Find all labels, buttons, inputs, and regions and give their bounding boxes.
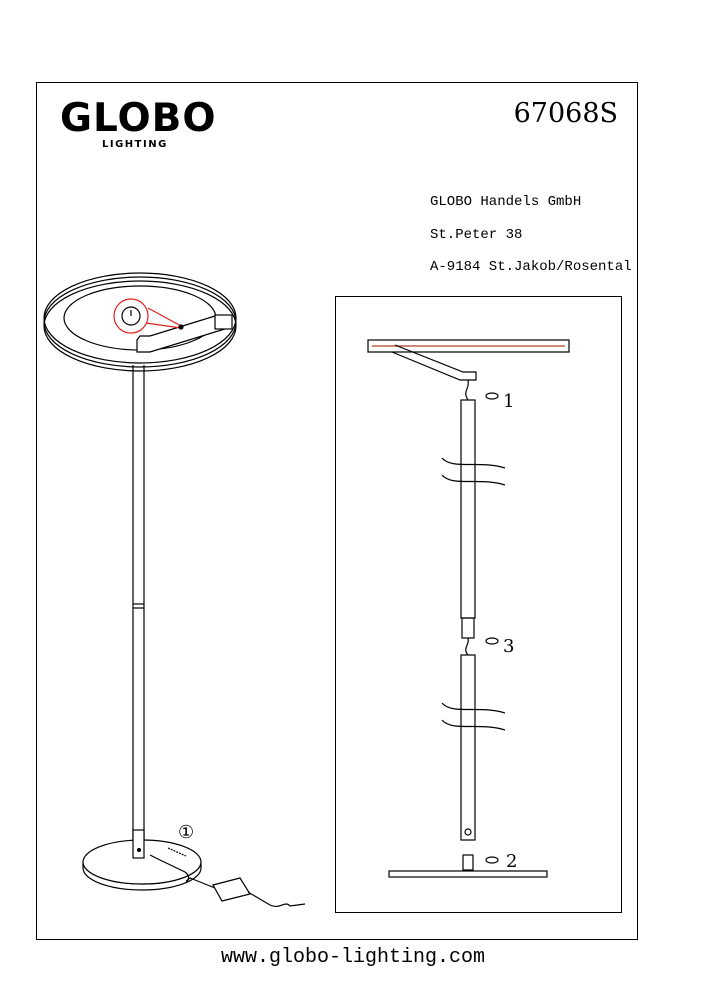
street-address: St.Peter 38 — [430, 227, 523, 243]
power-step-label: ① — [178, 822, 194, 843]
pole-segment-bottom — [441, 637, 506, 871]
logo-text: GLOBO — [60, 96, 217, 141]
lamp-base — [82, 829, 202, 891]
website-link[interactable]: www.globo-lighting.com — [220, 946, 486, 969]
pole-segment-top — [441, 379, 506, 639]
company-name: GLOBO Handels GmbH — [430, 194, 582, 210]
page-frame — [36, 82, 638, 940]
step-1-label: 1 — [503, 391, 514, 412]
globo-logo: GLOBO LIGHTING — [60, 96, 217, 151]
base-plate — [388, 870, 548, 878]
rotate-arrow-icons — [485, 392, 499, 864]
assembly-diagram-box — [335, 296, 622, 913]
logo-subtext: LIGHTING — [102, 139, 168, 150]
lamp-pole — [132, 365, 145, 848]
power-switch-icon — [121, 306, 141, 326]
lamp-ring-head — [43, 272, 237, 372]
model-number: 67068S — [513, 98, 618, 129]
city-address: A-9184 St.Jakob/Rosental — [430, 259, 632, 275]
lamp-head-side — [367, 339, 570, 381]
power-adapter — [149, 847, 306, 908]
step-2-label: 2 — [506, 851, 517, 872]
switch-callout — [113, 298, 182, 334]
step-3-label: 3 — [503, 636, 514, 657]
